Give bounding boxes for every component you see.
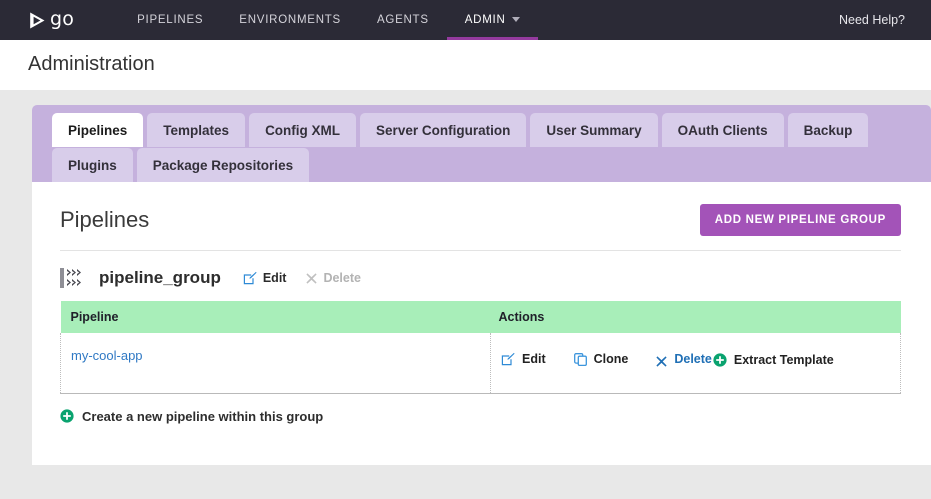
tab-label: Templates (163, 123, 230, 138)
tab-label: Backup (803, 123, 853, 138)
nav-item-label: AGENTS (376, 14, 429, 26)
admin-panel: Pipelines ADD NEW PIPELINE GROUP (32, 182, 931, 465)
tab-user-summary[interactable]: User Summary (530, 113, 658, 147)
row-extract-template-button[interactable]: Extract Template (713, 350, 834, 370)
row-clone-button[interactable]: Clone (573, 349, 629, 369)
cell-pipeline-name: my-cool-app (60, 333, 491, 394)
nav-item-agents[interactable]: AGENTS (359, 0, 447, 40)
group-delete-label: Delete (323, 271, 361, 285)
tab-label: Plugins (68, 158, 117, 173)
create-pipeline-link[interactable]: Create a new pipeline within this group (60, 409, 901, 424)
row-delete-label: Delete (674, 351, 712, 366)
column-header-pipeline: Pipeline (60, 301, 491, 333)
gocd-play-icon (28, 11, 47, 30)
table-header-row: Pipeline Actions (60, 301, 901, 333)
cell-pipeline-actions: Edit Clone (490, 333, 901, 394)
pipeline-group-actions: Edit Delete (243, 271, 361, 285)
tab-config-xml[interactable]: Config XML (249, 113, 357, 147)
nav-item-label: ENVIRONMENTS (239, 14, 341, 26)
column-header-actions: Actions (490, 301, 901, 333)
pipelines-table-head: Pipeline Actions (60, 301, 901, 333)
tab-plugins[interactable]: Plugins (52, 148, 133, 182)
edit-pencil-icon (501, 352, 515, 366)
group-delete-button: Delete (306, 271, 361, 285)
group-edit-button[interactable]: Edit (243, 271, 287, 285)
admin-tabs-bar: Pipelines Templates Config XML Server Co… (32, 105, 931, 182)
tab-label: User Summary (546, 123, 642, 138)
plus-circle-icon (60, 409, 74, 423)
tab-label: Package Repositories (152, 158, 294, 173)
delete-x-icon (656, 353, 667, 367)
need-help-link[interactable]: Need Help? (838, 13, 905, 27)
tab-server-configuration[interactable]: Server Configuration (360, 113, 527, 147)
row-edit-label: Edit (522, 351, 546, 366)
row-action-group: Edit Clone (501, 347, 900, 370)
nav-item-pipelines[interactable]: PIPELINES (119, 0, 221, 40)
row-clone-label: Clone (593, 351, 629, 366)
pipeline-group-icon (60, 267, 86, 289)
gocd-logo[interactable]: go (28, 0, 74, 40)
tab-label: OAuth Clients (677, 123, 768, 138)
group-edit-label: Edit (262, 271, 287, 285)
section-title: Pipelines (60, 207, 150, 232)
page-title: Administration (28, 53, 155, 75)
top-navigation-bar: go PIPELINES ENVIRONMENTS AGENTS ADMIN N… (0, 0, 931, 40)
edit-pencil-icon (243, 271, 257, 285)
page-header: Administration (0, 40, 931, 90)
nav-items: PIPELINES ENVIRONMENTS AGENTS ADMIN (119, 0, 538, 40)
nav-item-label: ADMIN (464, 14, 506, 26)
tab-templates[interactable]: Templates (147, 113, 246, 147)
content-shell: Pipelines Templates Config XML Server Co… (32, 105, 931, 465)
row-delete-button[interactable]: Delete (656, 349, 712, 369)
table-row: my-cool-app (60, 333, 901, 394)
tab-label: Config XML (265, 123, 341, 138)
pipelines-table: Pipeline Actions my-cool-app (60, 301, 901, 394)
row-extract-template-label: Extract Template (733, 353, 834, 367)
tab-label: Server Configuration (376, 123, 511, 138)
add-new-pipeline-group-button[interactable]: ADD NEW PIPELINE GROUP (699, 204, 901, 236)
chevron-down-icon (511, 17, 520, 23)
nav-item-admin[interactable]: ADMIN (446, 0, 538, 40)
section-header: Pipelines ADD NEW PIPELINE GROUP (60, 204, 901, 251)
pipeline-group-name: pipeline_group (99, 268, 221, 287)
logo-text: go (50, 7, 75, 30)
nav-item-label: PIPELINES (137, 14, 204, 26)
pipelines-table-body: my-cool-app (60, 333, 901, 394)
tab-pipelines[interactable]: Pipelines (52, 113, 144, 147)
tab-backup[interactable]: Backup (787, 113, 869, 147)
pipeline-group-header: pipeline_group Edit (60, 267, 901, 289)
row-edit-button[interactable]: Edit (501, 349, 546, 369)
tab-package-repositories[interactable]: Package Repositories (136, 148, 310, 182)
plus-circle-icon (713, 353, 727, 367)
create-pipeline-label: Create a new pipeline within this group (82, 408, 324, 424)
clone-icon (573, 352, 587, 367)
delete-x-icon (306, 272, 318, 284)
tab-label: Pipelines (68, 123, 128, 138)
tab-oauth-clients[interactable]: OAuth Clients (661, 113, 784, 147)
pipeline-link[interactable]: my-cool-app (71, 348, 143, 363)
nav-item-environments[interactable]: ENVIRONMENTS (221, 0, 359, 40)
